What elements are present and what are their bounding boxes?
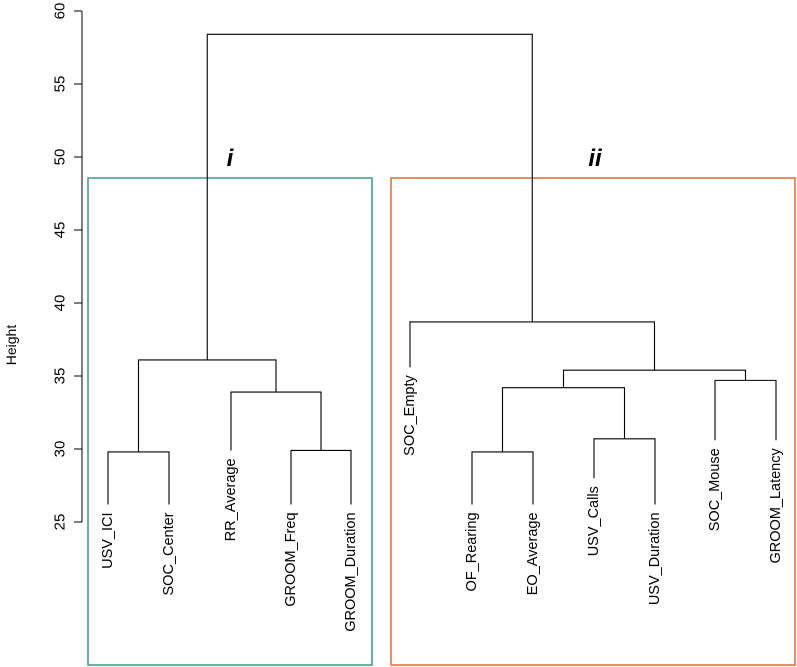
dendrogram-link (137, 359, 277, 452)
cluster-box-i (87, 177, 373, 666)
y-tick-label: 55 (52, 76, 69, 93)
cluster-box-ii (390, 177, 796, 666)
dendrogram-links (107, 33, 777, 505)
y-tick-label: 40 (52, 295, 69, 312)
leaf-label: SOC_Mouse (707, 448, 723, 531)
cluster-label-i: i (227, 145, 235, 172)
leaf-label: SOC_Empty (402, 375, 418, 456)
y-axis-label: Height (3, 325, 19, 366)
y-axis: 25 30 35 40 45 50 55 60 (52, 3, 83, 531)
dendrogram-link (290, 449, 352, 505)
leaf-label: GROOM_Freq (283, 512, 299, 606)
y-tick-label: 45 (52, 222, 69, 239)
cluster-label-ii: ii (588, 145, 603, 172)
cluster-boxes (87, 177, 796, 666)
y-tick-label: 50 (52, 149, 69, 166)
leaf-label: RR_Average (223, 458, 239, 541)
y-tick-label: 30 (52, 441, 69, 458)
leaf-label: USV_Calls (586, 486, 602, 556)
dendrogram-link (593, 438, 656, 505)
dendrogram-link (230, 391, 322, 451)
dendrogram-link (409, 321, 656, 371)
dendrogram-link (562, 369, 747, 388)
leaf-label: EO_Average (525, 512, 541, 595)
leaf-label: GROOM_Duration (343, 512, 359, 631)
dendrogram-link (206, 33, 533, 360)
dendrogram-link (714, 379, 777, 441)
y-tick-label: 60 (52, 3, 69, 20)
dendrogram-link (107, 451, 170, 505)
dendrogram-link (471, 451, 534, 505)
leaf-label: GROOM_Latency (768, 448, 784, 564)
dendrogram-link (501, 387, 626, 452)
leaf-label: OF_Rearing (464, 512, 480, 591)
leaf-label: USV_Duration (647, 512, 663, 605)
y-tick-label: 35 (52, 368, 69, 385)
leaf-label: USV_ICI (100, 512, 116, 568)
y-tick-label: 25 (52, 514, 69, 531)
leaf-label: SOC_Center (161, 512, 177, 595)
